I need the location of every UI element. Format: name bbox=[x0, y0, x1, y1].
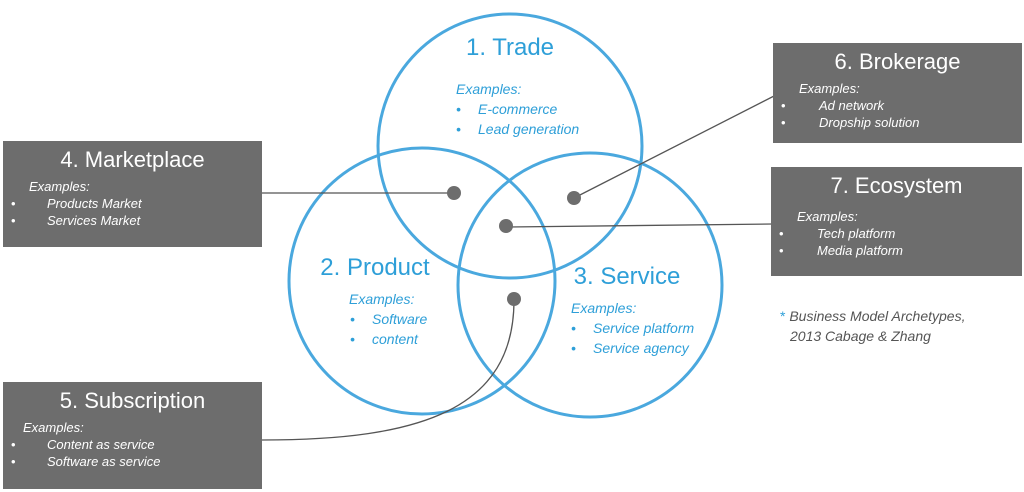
product-bullet: • bbox=[350, 331, 355, 347]
subscription-connector bbox=[261, 299, 515, 441]
service-circle bbox=[456, 151, 724, 419]
service-title: 3. Service bbox=[574, 263, 681, 290]
list-item: Ad network bbox=[773, 97, 1022, 114]
product-title: 2. Product bbox=[320, 254, 430, 281]
brokerage-title: 6. Brokerage bbox=[834, 49, 961, 74]
service-examples-label: Examples: bbox=[571, 300, 636, 316]
product-item: content bbox=[372, 331, 419, 347]
subscription-list: Content as service Software as service bbox=[3, 436, 262, 470]
ecosystem-dot bbox=[499, 219, 513, 233]
subscription-dot bbox=[507, 292, 521, 306]
brokerage-list: Ad network Dropship solution bbox=[773, 97, 1022, 131]
trade-item: E-commerce bbox=[478, 101, 558, 117]
source-note: * Business Model Archetypes, 2013 Cabage… bbox=[780, 306, 965, 346]
list-item: Content as service bbox=[3, 436, 262, 453]
subscription-title: 5. Subscription bbox=[59, 388, 206, 413]
list-item: Media platform bbox=[771, 242, 1022, 259]
marketplace-list: Products Market Services Market bbox=[3, 195, 262, 229]
note-text: 2013 Cabage & Zhang bbox=[790, 328, 931, 344]
product-item: Software bbox=[372, 311, 427, 327]
ecosystem-title: 7. Ecosystem bbox=[830, 173, 963, 198]
ecosystem-list: Tech platform Media platform bbox=[771, 225, 1022, 259]
list-item: Services Market bbox=[3, 212, 262, 229]
trade-bullet: • bbox=[456, 121, 461, 137]
list-item: Dropship solution bbox=[773, 114, 1022, 131]
ecosystem-examples-label: Examples: bbox=[797, 209, 858, 224]
service-item: Service platform bbox=[593, 320, 694, 336]
trade-examples-label: Examples: bbox=[456, 81, 521, 97]
source-note-line1: * Business Model Archetypes, bbox=[780, 306, 965, 326]
ecosystem-box: 7. Ecosystem Examples: Tech platform Med… bbox=[771, 167, 1022, 276]
ecosystem-connector bbox=[506, 223, 773, 228]
list-item: Products Market bbox=[3, 195, 262, 212]
trade-item: Lead generation bbox=[478, 121, 579, 137]
marketplace-box: 4. Marketplace Examples: Products Market… bbox=[3, 141, 262, 247]
note-text: Business Model Archetypes, bbox=[789, 308, 966, 324]
product-bullet: • bbox=[350, 311, 355, 327]
marketplace-dot bbox=[447, 186, 461, 200]
list-item: Software as service bbox=[3, 453, 262, 470]
note-star: * bbox=[780, 308, 786, 324]
service-bullet: • bbox=[571, 320, 576, 336]
brokerage-connector bbox=[573, 93, 779, 199]
trade-circle bbox=[376, 12, 644, 280]
service-bullet: • bbox=[571, 340, 576, 356]
trade-bullet: • bbox=[456, 101, 461, 117]
marketplace-title: 4. Marketplace bbox=[60, 147, 205, 172]
marketplace-examples-label: Examples: bbox=[29, 179, 90, 194]
brokerage-examples-label: Examples: bbox=[799, 81, 860, 96]
brokerage-dot bbox=[567, 191, 581, 205]
product-examples-label: Examples: bbox=[349, 291, 414, 307]
subscription-examples-label: Examples: bbox=[23, 420, 84, 435]
trade-title: 1. Trade bbox=[466, 34, 554, 61]
subscription-box: 5. Subscription Examples: Content as ser… bbox=[3, 382, 262, 489]
product-circle bbox=[287, 146, 557, 416]
brokerage-box: 6. Brokerage Examples: Ad network Dropsh… bbox=[773, 43, 1022, 143]
service-item: Service agency bbox=[593, 340, 690, 356]
list-item: Tech platform bbox=[771, 225, 1022, 242]
